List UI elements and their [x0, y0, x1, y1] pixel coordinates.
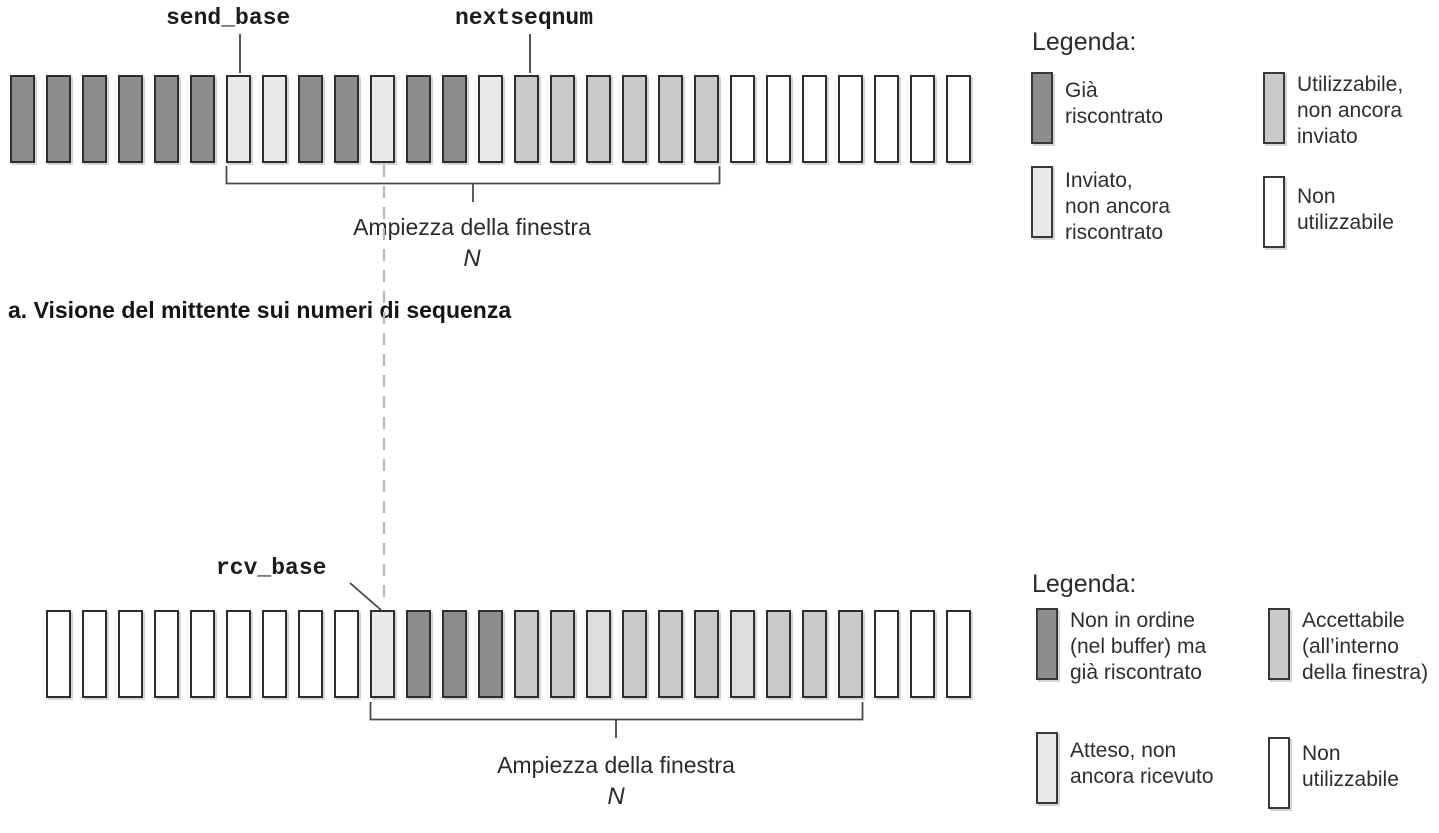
send-base-label: send_base: [166, 5, 291, 31]
sequence-bar-dark: [478, 610, 503, 698]
sequence-bar-dark: [118, 75, 143, 163]
legend-label: Inviato, non ancora riscontrato: [1065, 169, 1171, 244]
sequence-bar-white: [910, 75, 935, 163]
rcv-base-pointer-line: [349, 582, 382, 611]
sender-window-bracket: [225, 166, 721, 185]
legend-swatch-medium: [1268, 608, 1290, 680]
legend-label: Non utilizzabile: [1302, 742, 1399, 791]
sequence-bar-medium: [658, 75, 683, 163]
sequence-bar-light: [370, 75, 395, 163]
sequence-bar-white: [874, 610, 899, 698]
legend-swatch-dark: [1031, 72, 1053, 144]
sequence-bar-dark: [154, 75, 179, 163]
receiver-sequence-row: [46, 610, 971, 698]
legend-swatch-light: [1036, 732, 1058, 804]
receiver-legend-title: Legenda:: [1032, 570, 1137, 598]
sequence-bar-light: [370, 610, 395, 698]
sequence-bar-medium: [622, 75, 647, 163]
legend-label: Non in ordine (nel buffer) ma già riscon…: [1070, 609, 1207, 684]
sequence-bar-medium: [802, 610, 827, 698]
sequence-bar-white: [298, 610, 323, 698]
sender-window-size-n: N: [463, 245, 481, 272]
sequence-bar-white: [946, 610, 971, 698]
legend-item-non-in-ordine: Non in ordine (nel buffer) ma già riscon…: [1036, 608, 1206, 686]
legend-item-atteso: Atteso, non ancora ricevuto: [1036, 732, 1214, 804]
sequence-bar-medium: [694, 75, 719, 163]
sequence-bar-dark: [334, 75, 359, 163]
sender-sequence-row: [10, 75, 971, 163]
receiver-window-size-n: N: [607, 783, 625, 810]
sequence-bar-dark: [46, 75, 71, 163]
sequence-bar-white: [262, 610, 287, 698]
sequence-bar-medium: [550, 610, 575, 698]
sequence-bar-dark: [406, 610, 431, 698]
legend-swatch-white: [1268, 737, 1290, 809]
sequence-bar-dark: [82, 75, 107, 163]
receiver-window-bracket: [369, 702, 864, 721]
legend-label: Non utilizzabile: [1297, 185, 1394, 234]
legend-item-inviato: Inviato, non ancora riscontrato: [1031, 166, 1170, 246]
sequence-bar-light: [262, 75, 287, 163]
sequence-bar-white: [946, 75, 971, 163]
sequence-bar-light: [226, 75, 251, 163]
legend-label: Utilizzabile, non ancora inviato: [1297, 73, 1404, 148]
legend-item-accettabile: Accettabile (all’interno della finestra): [1268, 608, 1428, 686]
sequence-bar-white: [874, 75, 899, 163]
sequence-bar-medium: [550, 75, 575, 163]
sender-caption: a. Visione del mittente sui numeri di se…: [8, 297, 512, 323]
legend-swatch-dark: [1036, 608, 1058, 680]
sequence-bar-white: [838, 75, 863, 163]
legend-swatch-medium: [1263, 72, 1285, 144]
sequence-bar-dark: [442, 75, 467, 163]
sequence-bar-white: [46, 610, 71, 698]
legend-swatch-white: [1263, 176, 1285, 248]
sequence-bar-medium: [694, 610, 719, 698]
sequence-bar-white: [82, 610, 107, 698]
sequence-bar-lighter: [730, 610, 755, 698]
legend-swatch-light: [1031, 166, 1053, 238]
sequence-bar-white: [118, 610, 143, 698]
sequence-bar-dark: [406, 75, 431, 163]
sequence-bar-medium: [838, 610, 863, 698]
sequence-bar-white: [730, 75, 755, 163]
sequence-bar-light: [478, 75, 503, 163]
sequence-bar-white: [154, 610, 179, 698]
legend-item-gia-riscontrato: Già riscontrato: [1031, 72, 1163, 144]
sequence-bar-dark: [190, 75, 215, 163]
sequence-bar-white: [802, 75, 827, 163]
sequence-bar-white: [190, 610, 215, 698]
legend-label: Atteso, non ancora ricevuto: [1070, 739, 1214, 788]
sender-window-size-label: Ampiezza della finestra: [353, 214, 591, 240]
legend-label: Già riscontrato: [1065, 79, 1164, 128]
legend-item-non-utilizzabile: Non utilizzabile: [1263, 176, 1394, 248]
sequence-bar-medium: [658, 610, 683, 698]
legend-label: Accettabile (all’interno della finestra): [1302, 609, 1429, 684]
sequence-bar-lighter: [586, 610, 611, 698]
sequence-bar-white: [766, 75, 791, 163]
legend-item-utilizzabile: Utilizzabile, non ancora inviato: [1263, 72, 1403, 150]
rcv-base-label: rcv_base: [216, 555, 327, 581]
sequence-bar-medium: [514, 75, 539, 163]
sequence-bar-medium: [514, 610, 539, 698]
legend-item-non-utilizzabile: Non utilizzabile: [1268, 737, 1399, 809]
sequence-bar-white: [226, 610, 251, 698]
sequence-bar-white: [334, 610, 359, 698]
sequence-bar-white: [910, 610, 935, 698]
sender-legend-title: Legenda:: [1032, 28, 1137, 56]
sequence-bar-medium: [766, 610, 791, 698]
sequence-bar-dark: [298, 75, 323, 163]
nextseqnum-label: nextseqnum: [455, 5, 594, 31]
sequence-bar-medium: [622, 610, 647, 698]
sequence-bar-medium: [586, 75, 611, 163]
receiver-window-size-label: Ampiezza della finestra: [497, 752, 735, 778]
sequence-bar-dark: [10, 75, 35, 163]
sequence-bar-dark: [442, 610, 467, 698]
